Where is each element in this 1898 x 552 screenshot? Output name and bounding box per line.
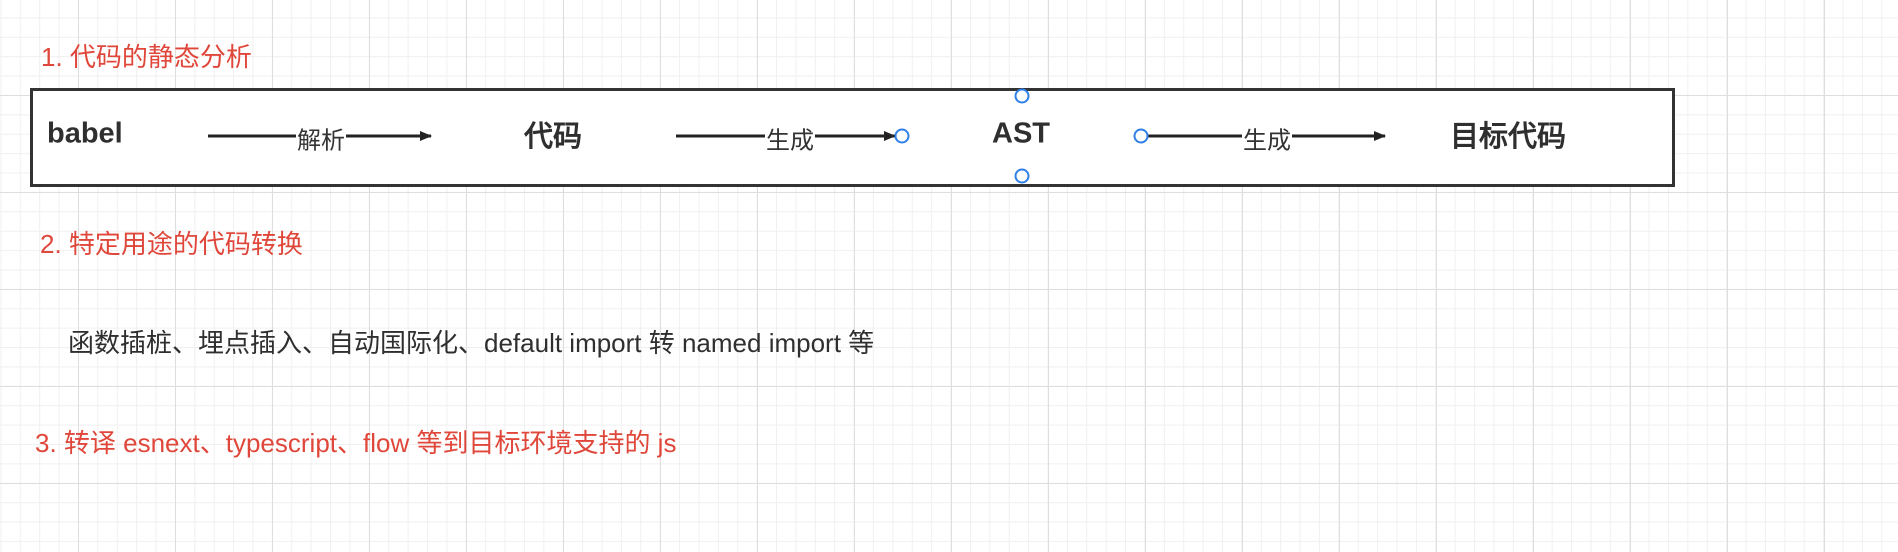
edge-label-generate-ast: 生成 bbox=[765, 120, 815, 156]
connection-point-top[interactable] bbox=[1014, 88, 1030, 104]
edge-label-parse: 解析 bbox=[296, 120, 346, 156]
section-body-code-transform: 函数插桩、埋点插入、自动国际化、default import 转 named i… bbox=[68, 328, 875, 358]
edge-label-generate-target: 生成 bbox=[1242, 120, 1292, 156]
section-heading-transpile: 3. 转译 esnext、typescript、flow 等到目标环境支持的 j… bbox=[35, 428, 677, 458]
connection-point-left[interactable] bbox=[894, 128, 910, 144]
connection-point-right[interactable] bbox=[1133, 128, 1149, 144]
node-code[interactable]: 代码 bbox=[523, 121, 583, 153]
connection-point-bottom[interactable] bbox=[1014, 168, 1030, 184]
node-target-code[interactable]: 目标代码 bbox=[1449, 121, 1567, 153]
section-heading-static-analysis: 1. 代码的静态分析 bbox=[41, 42, 252, 72]
node-ast[interactable]: AST bbox=[992, 117, 1050, 150]
section-heading-code-transform: 2. 特定用途的代码转换 bbox=[40, 229, 303, 259]
node-babel[interactable]: babel bbox=[47, 117, 123, 150]
